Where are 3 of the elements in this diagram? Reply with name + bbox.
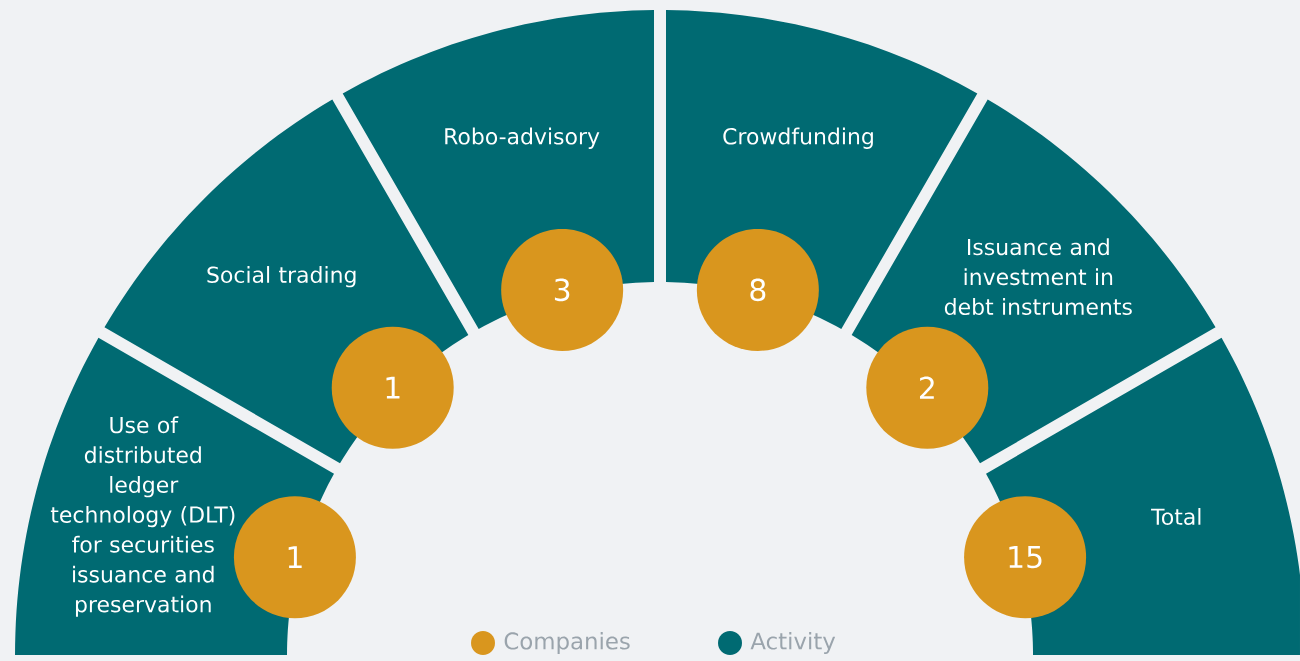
legend-label: Activity xyxy=(750,631,836,655)
legend-label: Companies xyxy=(504,631,630,655)
node-label: Total xyxy=(1151,508,1201,526)
